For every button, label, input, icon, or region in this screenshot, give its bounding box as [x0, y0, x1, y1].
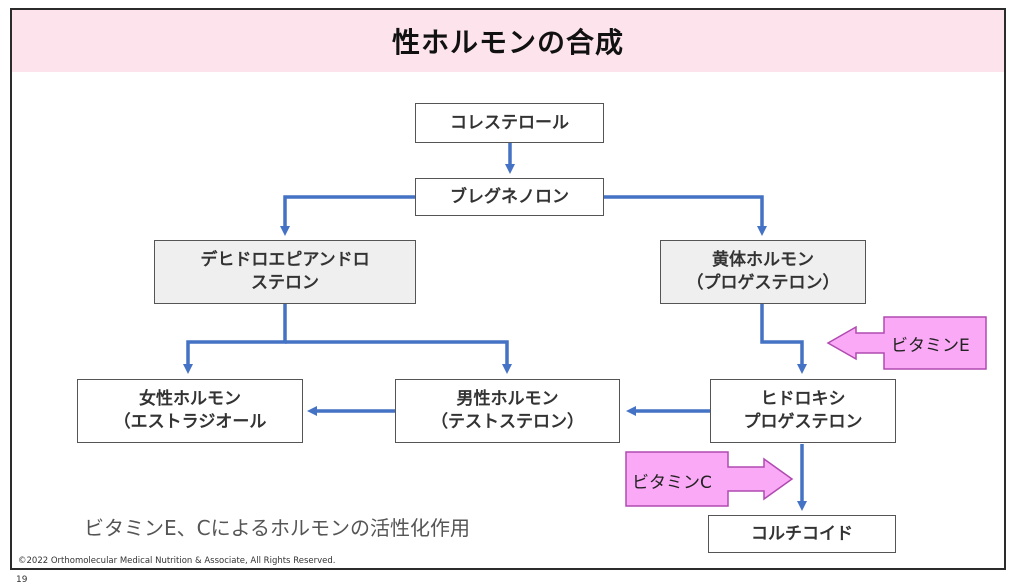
node-label-line1: ヒドロキシ — [760, 389, 846, 410]
node-estradiol: 女性ホルモン （エストラジオール — [77, 379, 303, 443]
node-corticoid: コルチコイド — [708, 515, 896, 553]
node-label-line2: ステロン — [251, 273, 319, 293]
node-label: ブレグネノロン — [450, 186, 569, 207]
node-label-line2: プロゲステロン — [743, 412, 863, 432]
node-testosterone: 男性ホルモン （テストステロン） — [395, 379, 620, 443]
node-label-line2: （プロゲステロン） — [686, 273, 840, 293]
node-label-line2: （テストステロン） — [431, 412, 584, 432]
arrow-pregnenolone-to-dhea — [280, 195, 415, 236]
node-label-line1: 黄体ホルモン — [712, 250, 814, 271]
node-label-line1: デヒドロエピアンドロ — [200, 250, 370, 271]
vitamin-c-callout — [625, 451, 794, 507]
slide-title: 性ホルモンの合成 — [391, 26, 624, 59]
arrow-dhea-to-female — [183, 304, 287, 374]
node-label: コレステロール — [450, 112, 569, 133]
arrow-dhea-to-male — [285, 340, 512, 374]
node-label-line1: 女性ホルモン — [139, 389, 241, 410]
caption-text: ビタミンE、Cによるホルモンの活性化作用 — [84, 516, 471, 540]
vitamin-e-label: ビタミンE — [891, 336, 970, 356]
page-number: 19 — [16, 575, 28, 585]
node-label: コルチコイド — [751, 523, 853, 544]
arrow-pregnenolone-to-progesterone — [604, 195, 767, 236]
vitamin-c-label: ビタミンC — [632, 473, 712, 493]
vitamin-e-callout — [826, 316, 987, 370]
copyright-text: ©2022 Orthomolecular Medical Nutrition &… — [18, 556, 336, 566]
node-label-line2: （エストラジオール — [113, 412, 267, 432]
node-cholesterol: コレステロール — [415, 103, 604, 143]
title-band: 性ホルモンの合成 — [12, 10, 1004, 72]
node-dhea: デヒドロエピアンドロ ステロン — [154, 240, 416, 304]
node-hydroxyprogesterone: ヒドロキシ プロゲステロン — [710, 379, 896, 443]
node-progesterone: 黄体ホルモン （プロゲステロン） — [660, 240, 866, 304]
node-pregnenolone: ブレグネノロン — [415, 178, 604, 216]
node-label-line1: 男性ホルモン — [456, 389, 559, 410]
arrow-progesterone-to-hydroxy — [760, 304, 807, 374]
slide-frame — [10, 8, 1006, 570]
